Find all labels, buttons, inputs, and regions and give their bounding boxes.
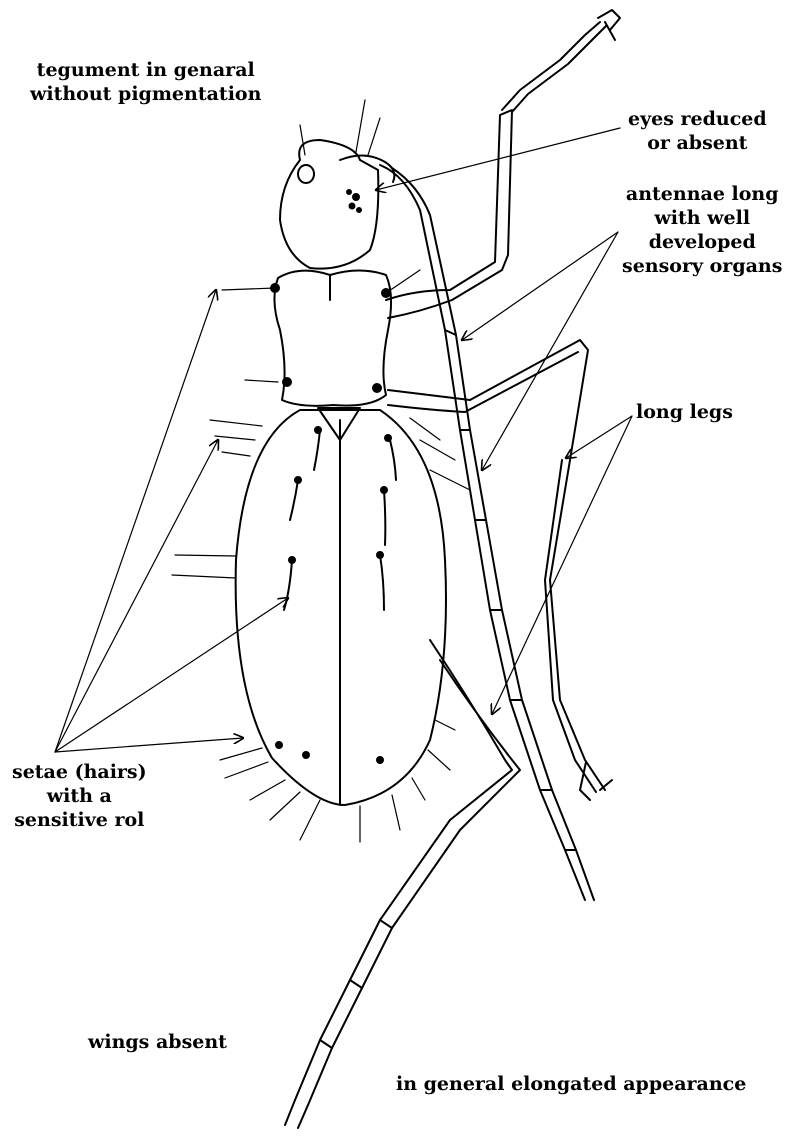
- label-wings-text: wings absent: [88, 1030, 227, 1054]
- label-eyes-line-1: eyes reduced: [628, 107, 767, 131]
- beetle-eye-region: [298, 165, 314, 183]
- label-tegument-line-1: tegument in genaral: [30, 58, 261, 82]
- label-setae-line-3: sensitive rol: [12, 808, 147, 832]
- label-eyes: eyes reduced or absent: [628, 107, 767, 155]
- label-setae-line-2: with a: [12, 784, 147, 808]
- label-legs-text: long legs: [636, 400, 733, 424]
- label-tegument: tegument in genaral without pigmentation: [30, 58, 261, 106]
- label-antennae: antennae long with well developed sensor…: [622, 182, 782, 278]
- beetle-elytra: [236, 410, 446, 805]
- beetle-head: [280, 140, 394, 269]
- label-antennae-line-4: sensory organs: [622, 254, 782, 278]
- label-antennae-line-1: antennae long: [622, 182, 782, 206]
- beetle-hind-leg: [285, 640, 520, 1128]
- label-antennae-line-3: developed: [622, 230, 782, 254]
- label-elongated: in general elongated appearance: [396, 1072, 746, 1096]
- beetle-pronotum: [271, 271, 391, 406]
- beetle-front-leg: [386, 10, 620, 318]
- beetle-setae: [172, 100, 470, 842]
- label-setae: setae (hairs) with a sensitive rol: [12, 760, 147, 832]
- label-wings: wings absent: [88, 1030, 227, 1054]
- label-eyes-line-2: or absent: [628, 131, 767, 155]
- label-tegument-line-2: without pigmentation: [30, 82, 261, 106]
- annotation-arrows: [55, 128, 632, 752]
- label-antennae-line-2: with well: [622, 206, 782, 230]
- label-setae-line-1: setae (hairs): [12, 760, 147, 784]
- label-elongated-text: in general elongated appearance: [396, 1072, 746, 1096]
- beetle-middle-leg: [388, 340, 612, 800]
- label-legs: long legs: [636, 400, 733, 424]
